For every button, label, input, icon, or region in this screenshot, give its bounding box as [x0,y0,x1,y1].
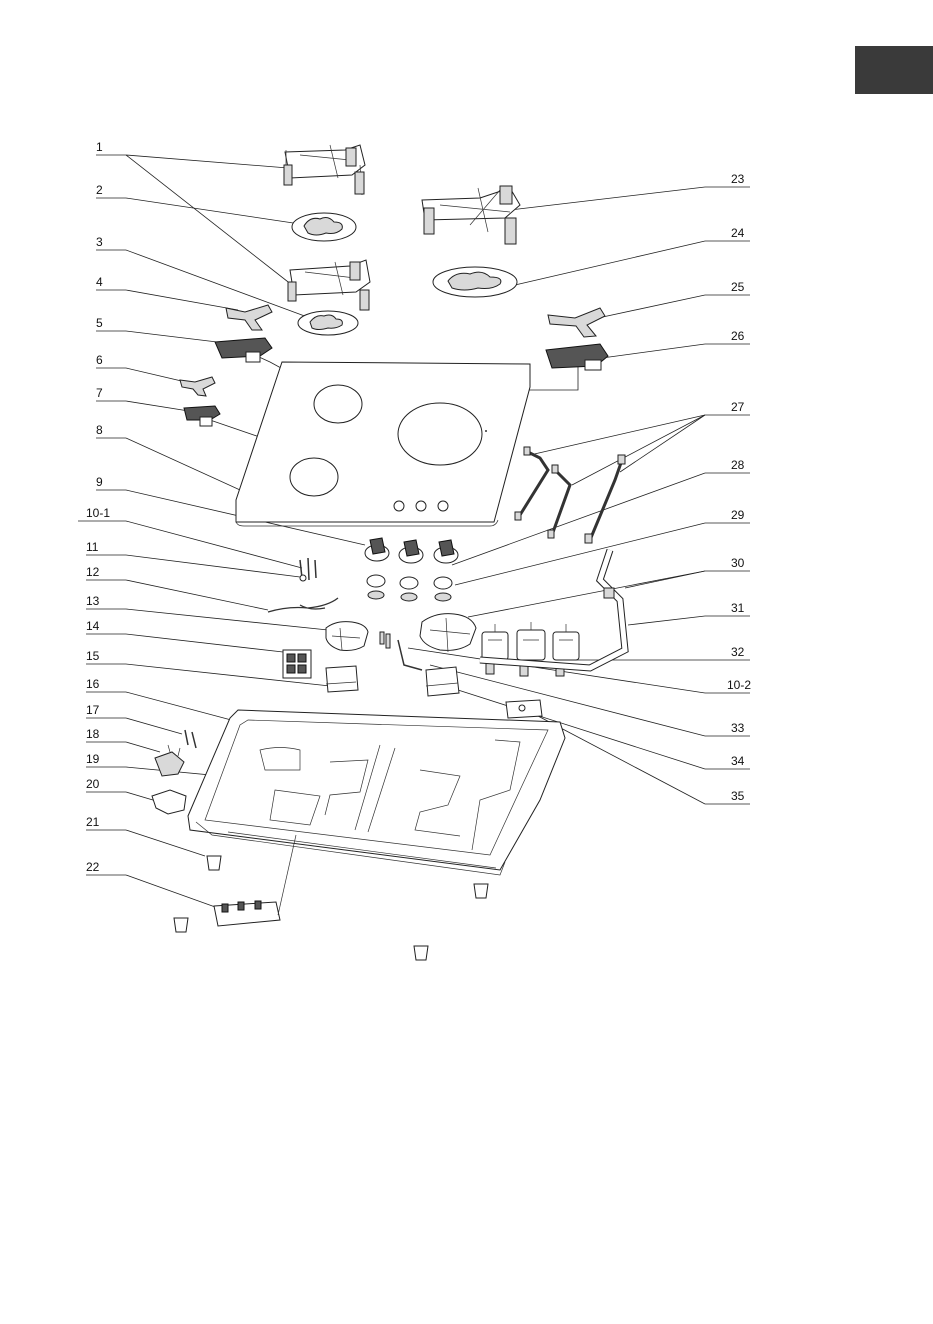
bracket-15 [326,666,358,692]
label-21: 21 [86,815,100,829]
gas-pipes [515,447,625,543]
label-27: 27 [731,400,745,414]
label-35: 35 [731,789,745,803]
burner-base-5 [215,338,272,362]
control-knobs [365,538,458,563]
switch-18 [155,745,184,776]
burner-base-26 [546,344,608,370]
label-4: 4 [96,275,103,289]
label-11: 11 [86,540,99,554]
connector-block-22 [214,835,296,926]
label-8: 8 [96,423,103,437]
burner-body-13 [326,622,384,651]
label-6: 6 [96,353,103,367]
small-dot [485,430,487,432]
section-tab [855,46,933,94]
label-20: 20 [86,777,100,791]
label-33: 33 [731,721,745,735]
label-15: 15 [86,649,100,663]
knob-bezels [367,575,452,601]
label-26: 26 [731,329,745,343]
flame-spreader-6 [180,377,215,396]
pan-support-small-lower [288,260,370,310]
bottom-tray [188,710,565,875]
label-16: 16 [86,677,100,691]
thermocouple-10-1 [300,558,316,581]
pan-support-large [422,186,520,244]
label-2: 2 [96,183,103,197]
label-32: 32 [731,645,745,659]
label-10-2: 10-2 [727,678,751,692]
label-24: 24 [731,226,745,240]
label-28: 28 [731,458,745,472]
label-1: 1 [96,140,103,154]
burner-body-30 [386,614,476,670]
label-14: 14 [86,619,100,633]
label-18: 18 [86,727,100,741]
terminal-block-14 [283,650,311,678]
label-3: 3 [96,235,103,249]
bracket-33 [426,667,459,696]
label-30: 30 [731,556,745,570]
label-5: 5 [96,316,103,330]
cover-plate-34 [506,700,542,718]
label-17: 17 [86,703,100,717]
label-31: 31 [731,601,745,615]
burner-cap-2 [292,213,356,241]
label-29: 29 [731,508,745,522]
right-callout-labels: 23 24 25 26 27 28 29 30 31 32 10-2 33 34… [705,172,751,804]
left-callout-labels: 1 2 3 4 5 6 7 8 9 10-1 11 12 13 14 15 16… [78,140,126,875]
igniter-17 [185,730,196,748]
label-19: 19 [86,752,100,766]
label-23: 23 [731,172,745,186]
hob-glass-top [236,362,530,526]
burner-cap-24 [433,267,517,297]
label-25: 25 [731,280,745,294]
bracket-20 [152,790,186,814]
label-34: 34 [731,754,745,768]
label-22: 22 [86,860,100,874]
label-12: 12 [86,565,100,579]
label-13: 13 [86,594,100,608]
label-9: 9 [96,475,103,489]
ignition-wire-12 [268,598,338,612]
flame-spreader-25 [548,308,605,337]
burner-base-7 [184,406,220,426]
burner-cap-3 [298,311,358,335]
label-10-1: 10-1 [86,506,110,520]
label-7: 7 [96,386,103,400]
pan-support-small-upper [284,145,365,195]
